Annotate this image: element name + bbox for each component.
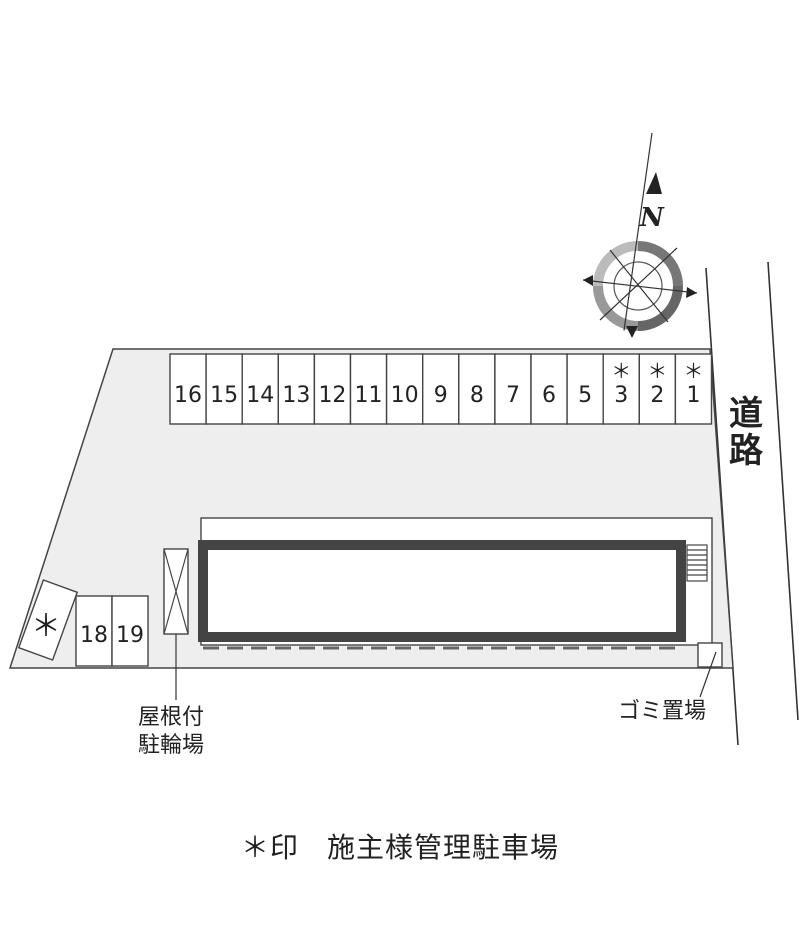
parking-slot-2 [638,353,677,425]
parking-slot-label: 12 [318,383,346,408]
reserved-mark: ＊ [683,359,703,383]
legend-text: 施主様管理駐車場 [327,831,560,864]
parking-slot-9 [422,353,460,425]
garbage-area [697,642,723,668]
garbage-label: ゴミ置場 [618,699,706,724]
parking-slot-label: 14 [246,383,274,408]
compass-icon [582,132,698,338]
parking-slot-label: 5 [578,383,592,408]
parking-slot-18 [75,595,113,667]
parking-slot-14 [241,353,279,425]
parking-slot-1 [674,353,713,425]
bicycle-parking-label-line1: 屋根付 [138,705,204,730]
apartment-building [198,540,686,642]
parking-slot-label: 13 [282,383,310,408]
parking-slot-label: 16 [174,383,202,408]
bicycle-parking-label-line2: 駐輪場 [138,733,204,758]
parking-slot-7 [494,353,532,425]
bicycle-parking [163,548,189,635]
parking-slot-label: 11 [355,383,383,408]
parking-slot-label: 6 [542,383,556,408]
parking-slot-label: 1 [686,383,700,408]
parking-slot-10 [385,353,424,425]
reserved-mark: ＊ [611,359,631,383]
parking-slot-19 [111,595,149,667]
reserved-mark: ＊ [647,359,667,383]
road-label-char-2: 路 [729,431,764,471]
parking-slot-15 [205,353,243,425]
road-label-char-1: 道 [729,394,763,434]
garbage-leader-line [699,651,717,698]
parking-slot-label: 8 [470,383,484,408]
parking-slot-label: 3 [614,383,628,408]
parking-slot-label: 7 [506,383,520,408]
parking-slot-16 [169,353,207,425]
parking-slot-3 [602,353,641,425]
parking-slot-label: 10 [391,383,419,408]
parking-slot-19-label: 19 [116,623,144,648]
parking-slot-8 [458,353,496,425]
parking-slot-18-label: 18 [80,623,108,648]
legend: ＊印施主様管理駐車場 [0,826,800,866]
parking-slot-label: 2 [650,383,664,408]
compass-north-letter: N [639,203,665,233]
angled-slot-mark: ＊ [31,609,61,644]
road-edge-outer [767,261,799,721]
legend-mark: ＊印 [240,831,299,864]
stairs-icon [686,544,708,582]
parking-slot-label: 15 [210,383,238,408]
parking-slot-5 [566,353,604,425]
parking-slot-label: 9 [434,383,448,408]
angled-parking-slot [17,579,79,661]
